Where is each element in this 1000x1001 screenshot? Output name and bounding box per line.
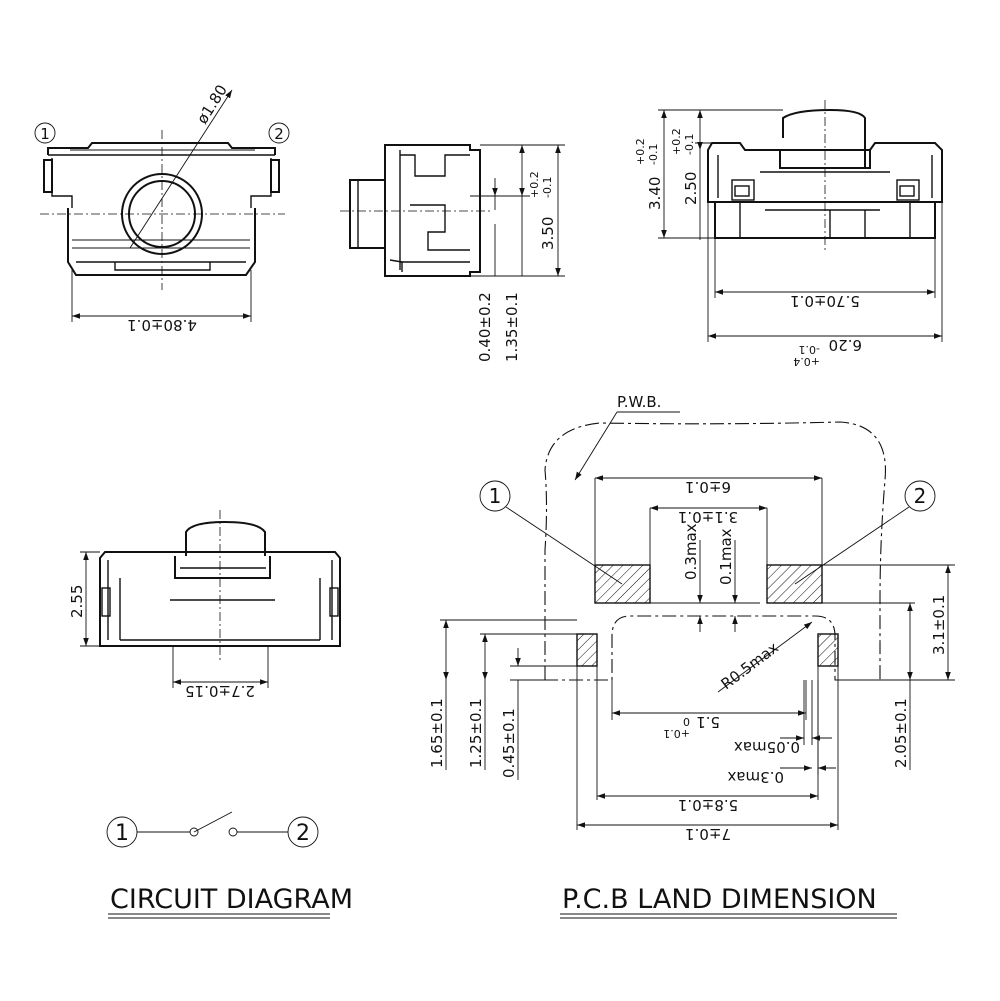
top-total-height-tol-lower: -0.1 [647,144,660,165]
bottom-view: 2.55 2.7±0.15 [68,510,341,700]
pcb-land-view: 1 2 P.W.B. 6±0.1 3.1±0.1 0.3max 0.1max 3… [428,393,955,843]
bottom-width-label: 2.7±0.15 [185,682,255,700]
bottom-height-label: 2.55 [68,585,86,618]
pcb-h165-label: 1.65±0.1 [428,698,446,768]
pcb-max-01-label: 0.1max [717,528,735,585]
top-stem-height-tol-upper: +0.2 [670,128,683,155]
pcb-max-03-label: 0.3max [682,523,700,580]
side-lead-b-label: 1.35±0.1 [503,292,521,362]
pcb-pad-left-top [594,564,651,604]
top-stem-height-label: 2.50 [682,172,700,205]
side-height-tol-upper: +0.2 [528,171,541,198]
front-width-label: 4.80±0.1 [127,316,197,334]
front-view: ø1.80 1 2 4.80±0.1 [34,81,290,334]
top-view: 3.40 +0.2 -0.1 2.50 +0.2 -0.1 5.70±0.1 6… [634,100,943,368]
top-overall-width-tol-upper: +0.4 [793,355,820,368]
pcb-h205-label: 2.05±0.1 [892,698,910,768]
pcb-pitch-outer-label: 6±0.1 [685,478,731,496]
pcb-h125-label: 1.25±0.1 [467,698,485,768]
pcb-pad-right-bottom [817,633,839,667]
pcb-pwb-label: P.W.B. [617,393,661,411]
side-view: 3.50 +0.2 -0.1 0.40±0.2 1.35±0.1 [340,144,565,362]
pcb-pad-height-label: 3.1±0.1 [930,595,948,655]
front-pin2-label: 2 [274,125,284,143]
side-height-label: 3.50 [539,217,557,250]
top-overall-width-label: 6.20 [829,336,862,354]
top-body-width-label: 5.70±0.1 [790,292,860,310]
front-pin1-marker: 1 [34,122,56,144]
top-overall-width-tol-lower: -0.1 [799,343,820,356]
pcb-pad-left-bottom [576,633,598,667]
circuit-pin1-label: 1 [115,821,129,846]
top-stem-height-tol-lower: -0.1 [683,134,696,155]
circuit-diagram: 1 2 [106,811,319,848]
top-total-height-label: 3.40 [646,177,664,210]
pcb-h045-label: 0.45±0.1 [500,708,518,778]
pcb-w51-label: 5.1 [696,713,720,731]
pcb-land-caption: P.C.B LAND DIMENSION [562,884,877,915]
pcb-w58-label: 5.8±0.1 [678,796,738,814]
pcb-w51-tol-upper: 0 [683,715,690,728]
pcb-w51-tol-lower: +0.1 [663,727,690,740]
pcb-w7-label: 7±0.1 [685,825,731,843]
side-height-tol-lower: -0.1 [541,177,554,198]
pcb-pin1-label: 1 [489,484,502,508]
pcb-gap-03-label: 0.3max [727,768,784,786]
pcb-pad-right-top [766,564,823,604]
front-pin2-marker: 2 [268,122,290,144]
pcb-pin2-label: 2 [914,484,927,508]
pcb-gap-005-label: 0.05max [734,738,800,756]
circuit-pin2-label: 2 [296,821,310,846]
pcb-radius-label: R0.5max [718,638,782,693]
top-total-height-tol-upper: +0.2 [634,138,647,165]
side-lead-a-label: 0.40±0.2 [476,292,494,362]
pcb-pitch-inner-label: 3.1±0.1 [678,508,738,526]
circuit-diagram-caption: CIRCUIT DIAGRAM [110,884,353,915]
front-diameter-label: ø1.80 [193,81,231,127]
front-pin1-label: 1 [40,125,50,143]
